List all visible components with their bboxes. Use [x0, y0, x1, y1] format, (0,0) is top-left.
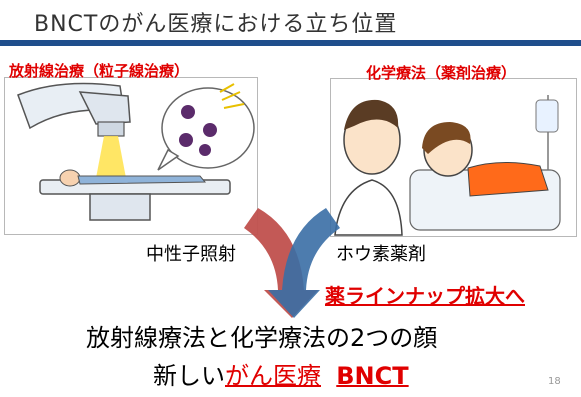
conclusion-prefix: 新しい [153, 362, 225, 390]
doctor-illustration [334, 99, 403, 236]
lineup-expansion-text: 薬ラインナップ拡大へ [325, 284, 525, 308]
particle-bubble-illustration [157, 83, 255, 171]
page-number: 18 [548, 376, 561, 387]
patient-illustration [409, 95, 561, 231]
radiotherapy-label: 放射線治療（粒子線治療） [9, 62, 190, 80]
neutron-irradiation-label: 中性子照射 [146, 244, 236, 265]
spacer [321, 362, 336, 390]
slide-title: BNCTのがん医療における立ち位置 [34, 12, 398, 37]
conclusion-highlight: がん医療 [225, 362, 321, 390]
blue-arrow [268, 208, 340, 318]
title-bar: BNCTのがん医療における立ち位置 [0, 0, 581, 46]
conclusion-line-1: 放射線療法と化学療法の2つの顔 [86, 324, 438, 352]
chemotherapy-label: 化学療法（薬剤治療） [366, 64, 517, 82]
boron-drug-label: ホウ素薬剤 [336, 244, 426, 265]
bnct-highlight: BNCT [336, 362, 409, 390]
conclusion-line-2: 新しいがん医療 BNCT [153, 356, 409, 391]
radiotherapy-machine-illustration [17, 82, 231, 221]
